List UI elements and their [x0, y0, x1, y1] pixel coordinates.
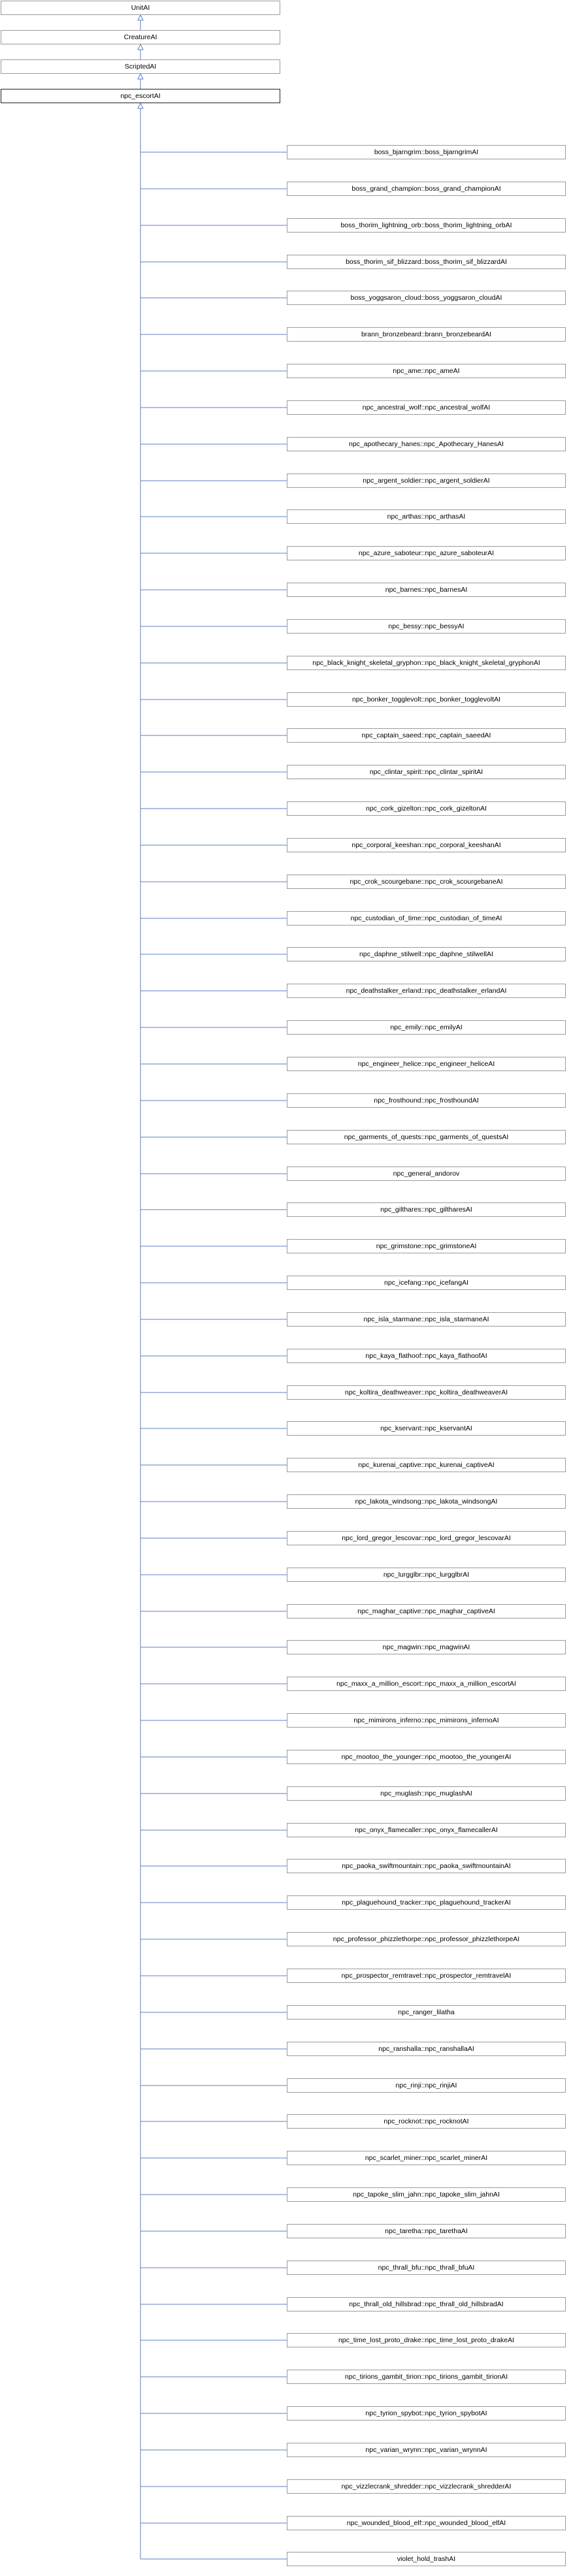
derived-class-node[interactable]: npc_azure_saboteur::npc_azure_saboteurAI — [287, 546, 566, 560]
derived-class-node[interactable]: npc_isla_starmane::npc_isla_starmaneAI — [287, 1312, 566, 1327]
derived-class-node[interactable]: npc_rinji::npc_rinjiAI — [287, 2078, 566, 2093]
derived-class-node[interactable]: npc_paoka_swiftmountain::npc_paoka_swift… — [287, 1859, 566, 1873]
derived-class-node[interactable]: npc_crok_scourgebane::npc_crok_scourgeba… — [287, 875, 566, 889]
derived-class-node[interactable]: npc_gilthares::npc_giltharesAI — [287, 1202, 566, 1217]
derived-class-node[interactable]: npc_prospector_remtravel::npc_prospector… — [287, 1969, 566, 1983]
derived-class-node[interactable]: boss_bjarngrim::boss_bjarngrimAI — [287, 145, 566, 159]
derived-class-node[interactable]: boss_grand_champion::boss_grand_champion… — [287, 182, 566, 196]
derived-class-node[interactable]: npc_tyrion_spybot::npc_tyrion_spybotAI — [287, 2406, 566, 2421]
derived-class-node[interactable]: npc_ame::npc_ameAI — [287, 364, 566, 378]
derived-class-node[interactable]: npc_magwin::npc_magwinAI — [287, 1640, 566, 1654]
derived-class-node[interactable]: npc_general_andorov — [287, 1167, 566, 1181]
derived-class-node[interactable]: npc_mimirons_inferno::npc_mimirons_infer… — [287, 1713, 566, 1728]
derived-class-node[interactable]: violet_hold_trashAI — [287, 2552, 566, 2566]
derived-class-node[interactable]: npc_argent_soldier::npc_argent_soldierAI — [287, 474, 566, 488]
derived-class-node[interactable]: npc_vizzlecrank_shredder::npc_vizzlecran… — [287, 2479, 566, 2494]
derived-class-node[interactable]: npc_professor_phizzlethorpe::npc_profess… — [287, 1932, 566, 1946]
derived-class-node[interactable]: npc_lord_gregor_lescovar::npc_lord_grego… — [287, 1531, 566, 1545]
derived-class-node[interactable]: boss_yoggsaron_cloud::boss_yoggsaron_clo… — [287, 291, 566, 305]
derived-class-node[interactable]: npc_barnes::npc_barnesAI — [287, 583, 566, 597]
derived-class-node[interactable]: npc_kaya_flathoof::npc_kaya_flathoofAI — [287, 1349, 566, 1363]
derived-class-node[interactable]: npc_icefang::npc_icefangAI — [287, 1276, 566, 1290]
derived-class-node[interactable]: npc_rocknot::npc_rocknotAI — [287, 2114, 566, 2129]
inheritance-arrowhead — [137, 43, 144, 50]
derived-class-node[interactable]: npc_custodian_of_time::npc_custodian_of_… — [287, 911, 566, 926]
derived-class-node[interactable]: npc_deathstalker_erland::npc_deathstalke… — [287, 984, 566, 998]
derived-class-node[interactable]: npc_wounded_blood_elf::npc_wounded_blood… — [287, 2516, 566, 2530]
base-class-creatureai[interactable]: CreatureAI — [1, 30, 280, 44]
derived-class-node[interactable]: boss_thorim_lightning_orb::boss_thorim_l… — [287, 218, 566, 233]
derived-class-node[interactable]: npc_taretha::npc_tarethaAI — [287, 2224, 566, 2238]
derived-class-node[interactable]: npc_varian_wrynn::npc_varian_wrynnAI — [287, 2443, 566, 2457]
derived-class-node[interactable]: npc_thrall_bfu::npc_thrall_bfuAI — [287, 2261, 566, 2275]
derived-class-node[interactable]: npc_engineer_helice::npc_engineer_helice… — [287, 1057, 566, 1071]
derived-class-node[interactable]: npc_tapoke_slim_jahn::npc_tapoke_slim_ja… — [287, 2187, 566, 2202]
derived-class-node[interactable]: npc_apothecary_hanes::npc_Apothecary_Han… — [287, 437, 566, 451]
derived-class-node[interactable]: npc_kurenai_captive::npc_kurenai_captive… — [287, 1458, 566, 1472]
derived-class-node[interactable]: npc_ranger_lilatha — [287, 2005, 566, 2020]
derived-class-node[interactable]: npc_ancestral_wolf::npc_ancestral_wolfAI — [287, 400, 566, 415]
current-class-node[interactable]: npc_escortAI — [1, 89, 280, 103]
inheritance-arrowhead — [137, 102, 144, 109]
inheritance-arrowhead — [137, 72, 144, 80]
derived-class-node[interactable]: npc_cork_gizelton::npc_cork_gizeltonAI — [287, 801, 566, 816]
base-class-unitai[interactable]: UnitAI — [1, 1, 280, 15]
derived-class-node[interactable]: npc_daphne_stilwell::npc_daphne_stilwell… — [287, 947, 566, 961]
derived-class-node[interactable]: npc_maghar_captive::npc_maghar_captiveAI — [287, 1604, 566, 1618]
derived-class-node[interactable]: npc_garments_of_quests::npc_garments_of_… — [287, 1130, 566, 1144]
derived-class-node[interactable]: npc_lakota_windsong::npc_lakota_windsong… — [287, 1494, 566, 1509]
derived-class-node[interactable]: npc_captain_saeed::npc_captain_saeedAI — [287, 728, 566, 743]
derived-class-node[interactable]: npc_frosthound::npc_frosthoundAI — [287, 1093, 566, 1108]
derived-class-node[interactable]: npc_black_knight_skeletal_gryphon::npc_b… — [287, 656, 566, 670]
derived-class-node[interactable]: npc_kservant::npc_kservantAI — [287, 1421, 566, 1436]
derived-class-node[interactable]: npc_koltira_deathweaver::npc_koltira_dea… — [287, 1385, 566, 1400]
derived-class-node[interactable]: npc_muglash::npc_muglashAI — [287, 1786, 566, 1801]
derived-class-node[interactable]: npc_clintar_spirit::npc_clintar_spiritAI — [287, 765, 566, 779]
derived-class-node[interactable]: npc_plaguehound_tracker::npc_plaguehound… — [287, 1895, 566, 1910]
base-class-scriptedai[interactable]: ScriptedAI — [1, 59, 280, 74]
derived-class-node[interactable]: npc_thrall_old_hillsbrad::npc_thrall_old… — [287, 2297, 566, 2311]
derived-class-node[interactable]: npc_onyx_flamecaller::npc_onyx_flamecall… — [287, 1823, 566, 1837]
derived-class-node[interactable]: npc_maxx_a_million_escort::npc_maxx_a_mi… — [287, 1677, 566, 1691]
inheritance-arrowhead — [137, 14, 144, 21]
derived-class-node[interactable]: brann_bronzebeard::brann_bronzebeardAI — [287, 327, 566, 342]
derived-class-node[interactable]: npc_bonker_togglevolt::npc_bonker_toggle… — [287, 692, 566, 707]
derived-class-node[interactable]: npc_arthas::npc_arthasAI — [287, 509, 566, 524]
derived-class-node[interactable]: npc_emily::npc_emilyAI — [287, 1020, 566, 1035]
derived-class-node[interactable]: npc_tirions_gambit_tirion::npc_tirions_g… — [287, 2370, 566, 2384]
derived-class-node[interactable]: npc_scarlet_miner::npc_scarlet_minerAI — [287, 2151, 566, 2165]
derived-class-node[interactable]: npc_bessy::npc_bessyAI — [287, 619, 566, 634]
derived-class-node[interactable]: npc_corporal_keeshan::npc_corporal_keesh… — [287, 838, 566, 852]
derived-class-node[interactable]: npc_mootoo_the_younger::npc_mootoo_the_y… — [287, 1750, 566, 1764]
derived-class-node[interactable]: boss_thorim_sif_blizzard::boss_thorim_si… — [287, 255, 566, 269]
derived-class-node[interactable]: npc_grimstone::npc_grimstoneAI — [287, 1239, 566, 1253]
derived-class-node[interactable]: npc_time_lost_proto_drake::npc_time_lost… — [287, 2333, 566, 2347]
derived-class-node[interactable]: npc_lurgglbr::npc_lurgglbrAI — [287, 1568, 566, 1582]
derived-class-node[interactable]: npc_ranshalla::npc_ranshallaAI — [287, 2042, 566, 2056]
